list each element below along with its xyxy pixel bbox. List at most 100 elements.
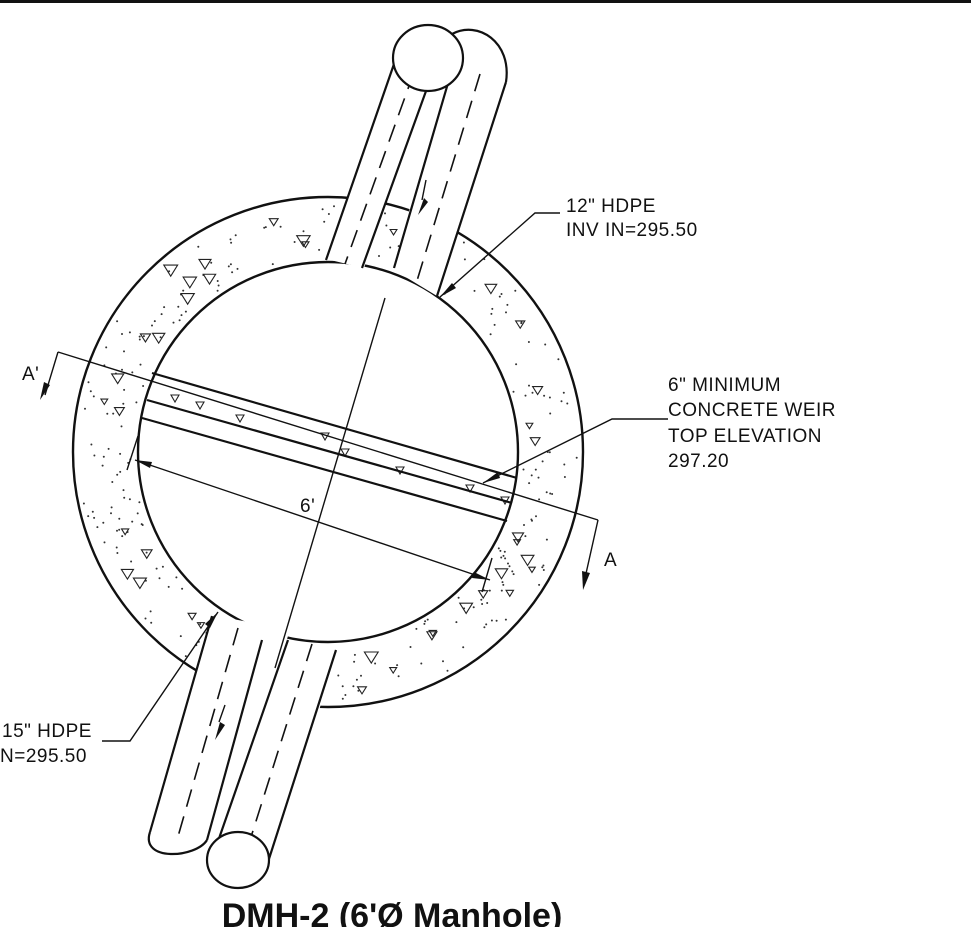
hatch-dot [102,521,105,524]
hatch-dot [138,335,141,338]
hatch-dot [121,535,124,538]
hatch-dot [462,646,465,649]
hatch-dot [530,518,533,521]
hatch-dot [544,343,547,346]
hatch-dot [355,678,358,681]
hatch-dot [415,627,418,630]
hatch-dot [145,551,148,554]
hatch-dot [455,621,458,624]
hatch-triangle [120,528,130,536]
hatch-dot [112,412,115,415]
dimension-label: 6' [300,496,315,517]
hatch-dot [424,620,427,623]
hatch-dot [118,517,121,520]
weir-label-line1: 6" MINIMUM [668,375,781,396]
hatch-triangle [389,228,398,236]
weir-hatch-triangle [320,432,330,442]
hatch-dot [160,313,163,316]
section-label-right: A [604,550,617,571]
hatch-dot [503,550,506,553]
hatch-dot [520,321,523,324]
hatch-dot [495,619,498,622]
hatch-dot [111,481,114,483]
hatch-dot [293,241,296,243]
hatch-dot [87,515,90,518]
hatch-dot [179,635,182,638]
hatch-dot [528,482,531,485]
hatch-dot [397,675,400,678]
hatch-dot [489,333,492,336]
hatch-dot [357,689,360,692]
hatch-triangle [268,218,280,227]
hatch-dot [115,546,118,549]
hatch-dot [93,454,96,457]
hatch-dot [184,655,187,658]
hatch-dot [333,205,335,208]
hatch-dot [229,238,232,241]
lower-pipe-pair [147,615,338,890]
hatch-dot [535,515,537,518]
hatch-dot [504,618,507,621]
dimension-6ft [126,435,493,593]
hatch-dot [101,464,104,467]
hatch-dot [118,528,121,531]
hatch-dot [216,289,219,292]
hatch-dot [167,585,170,588]
hatch-triangle [300,241,310,249]
hatch-dot [123,388,126,391]
hatch-dot [161,565,164,568]
concrete-weir [141,371,518,523]
hatch-dot [264,226,267,229]
hatch-dot [498,295,501,298]
hatch-dot [121,333,123,335]
hatch-dot [485,623,488,626]
hatch-dot [263,226,266,229]
hatch-dot [151,324,153,327]
hatch-dot [96,526,99,529]
hatch-dot [230,241,233,244]
hatch-dot [549,412,552,415]
hatch-dot [229,263,232,266]
weir-label-line2: CONCRETE WEIR [668,400,836,421]
hatch-dot [138,501,141,504]
hatch-dot [385,224,388,227]
hatch-triangle [162,264,179,278]
hatch-dot [523,524,525,526]
hatch-dot [155,567,158,570]
leader-lines [102,212,668,742]
hatch-dot [142,335,145,338]
hatch-triangle [531,385,544,396]
hatch-triangle [182,276,198,289]
hatch-triangle [120,568,135,581]
hatch-dot [158,577,161,580]
hatch-dot [501,581,504,584]
hatch-dot [500,293,503,295]
hatch-dot [122,489,125,492]
hatch-dot [153,320,156,323]
hatch-dot [135,401,138,404]
hatch-dot [549,492,552,495]
upper-pipe-pair [324,23,508,297]
hatch-dot [175,576,178,579]
hatch-dot [423,622,426,625]
hatch-triangle [514,320,526,330]
hatch-dot [524,394,527,397]
hatch-dot [302,230,305,233]
hatch-dot [545,491,548,494]
hatch-dot [500,589,503,592]
hatch-triangle [525,422,534,430]
hatch-triangle [197,258,212,271]
hatch-dot [560,400,563,403]
hatch-dot [463,258,466,261]
weir-hatch-triangle [195,401,205,411]
hatch-dot [409,646,412,648]
hatch-dot [271,263,274,266]
hatch-dot [119,452,122,455]
inlet-invert-label: INV IN=295.50 [566,220,698,241]
hatch-dot [486,602,489,604]
hatch-dot [389,246,392,249]
weir-label-line4: 297.20 [668,451,729,472]
hatch-dot [197,245,200,248]
hatch-dot [500,556,503,559]
